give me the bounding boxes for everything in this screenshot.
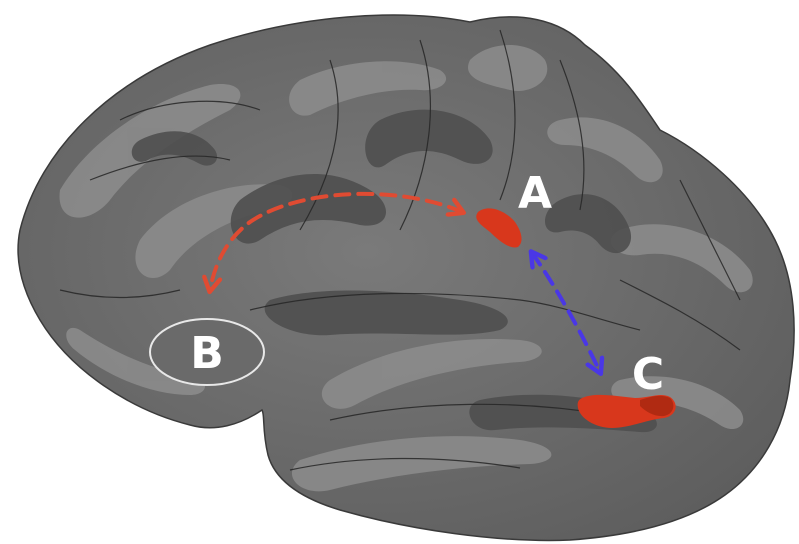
activation-region-c-dark [640,395,674,417]
label-b: B [190,328,224,379]
arrow-a-to-b [210,191,462,290]
label-a: A [518,168,552,219]
activation-region-a [476,208,522,248]
label-c: C [632,349,664,400]
gyri-highlights [59,45,753,492]
arrow-a-to-c [532,253,600,372]
label-b-oval [149,318,265,386]
